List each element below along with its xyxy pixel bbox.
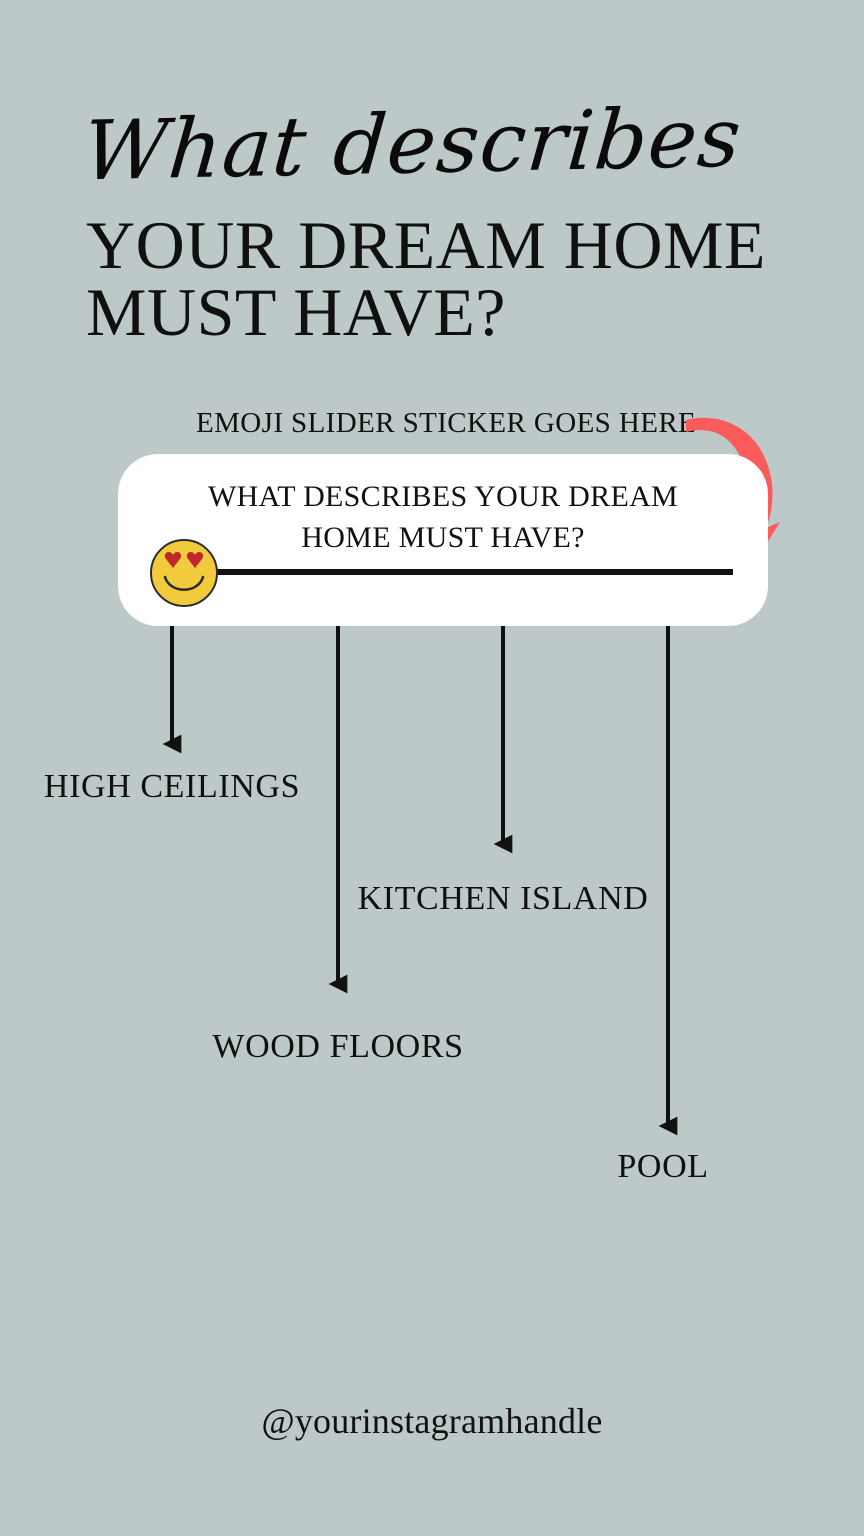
page-title-line-2: MUST HAVE? xyxy=(86,274,506,351)
emoji-slider-track[interactable] xyxy=(212,569,733,575)
instagram-handle: @yourinstagramhandle xyxy=(261,1401,603,1441)
emoji-slider-sticker[interactable]: WHAT DESCRIBES YOUR DREAM HOME MUST HAVE… xyxy=(118,454,768,626)
connector-arrows xyxy=(162,626,678,1136)
heart-eyes-smiley-icon[interactable] xyxy=(148,537,220,609)
option-label-kitchen-island: KITCHEN ISLAND xyxy=(357,880,649,917)
option-label-high-ceilings: HIGH CEILINGS xyxy=(43,768,301,805)
sticker-question-line-1: WHAT DESCRIBES YOUR DREAM xyxy=(207,480,679,513)
sticker-caption: EMOJI SLIDER STICKER GOES HERE xyxy=(196,407,697,439)
sticker-question-line-2: HOME MUST HAVE? xyxy=(301,521,585,555)
script-heading: What describes xyxy=(79,90,746,200)
sticker-question: WHAT DESCRIBES YOUR DREAM HOME MUST HAVE… xyxy=(178,476,708,559)
page-title: YOUR DREAM HOME MUST HAVE? xyxy=(86,207,806,351)
page-title-line-1: YOUR DREAM HOME xyxy=(86,207,766,283)
option-label-pool: POOL xyxy=(617,1148,709,1185)
option-label-wood-floors: WOOD FLOORS xyxy=(212,1028,464,1065)
